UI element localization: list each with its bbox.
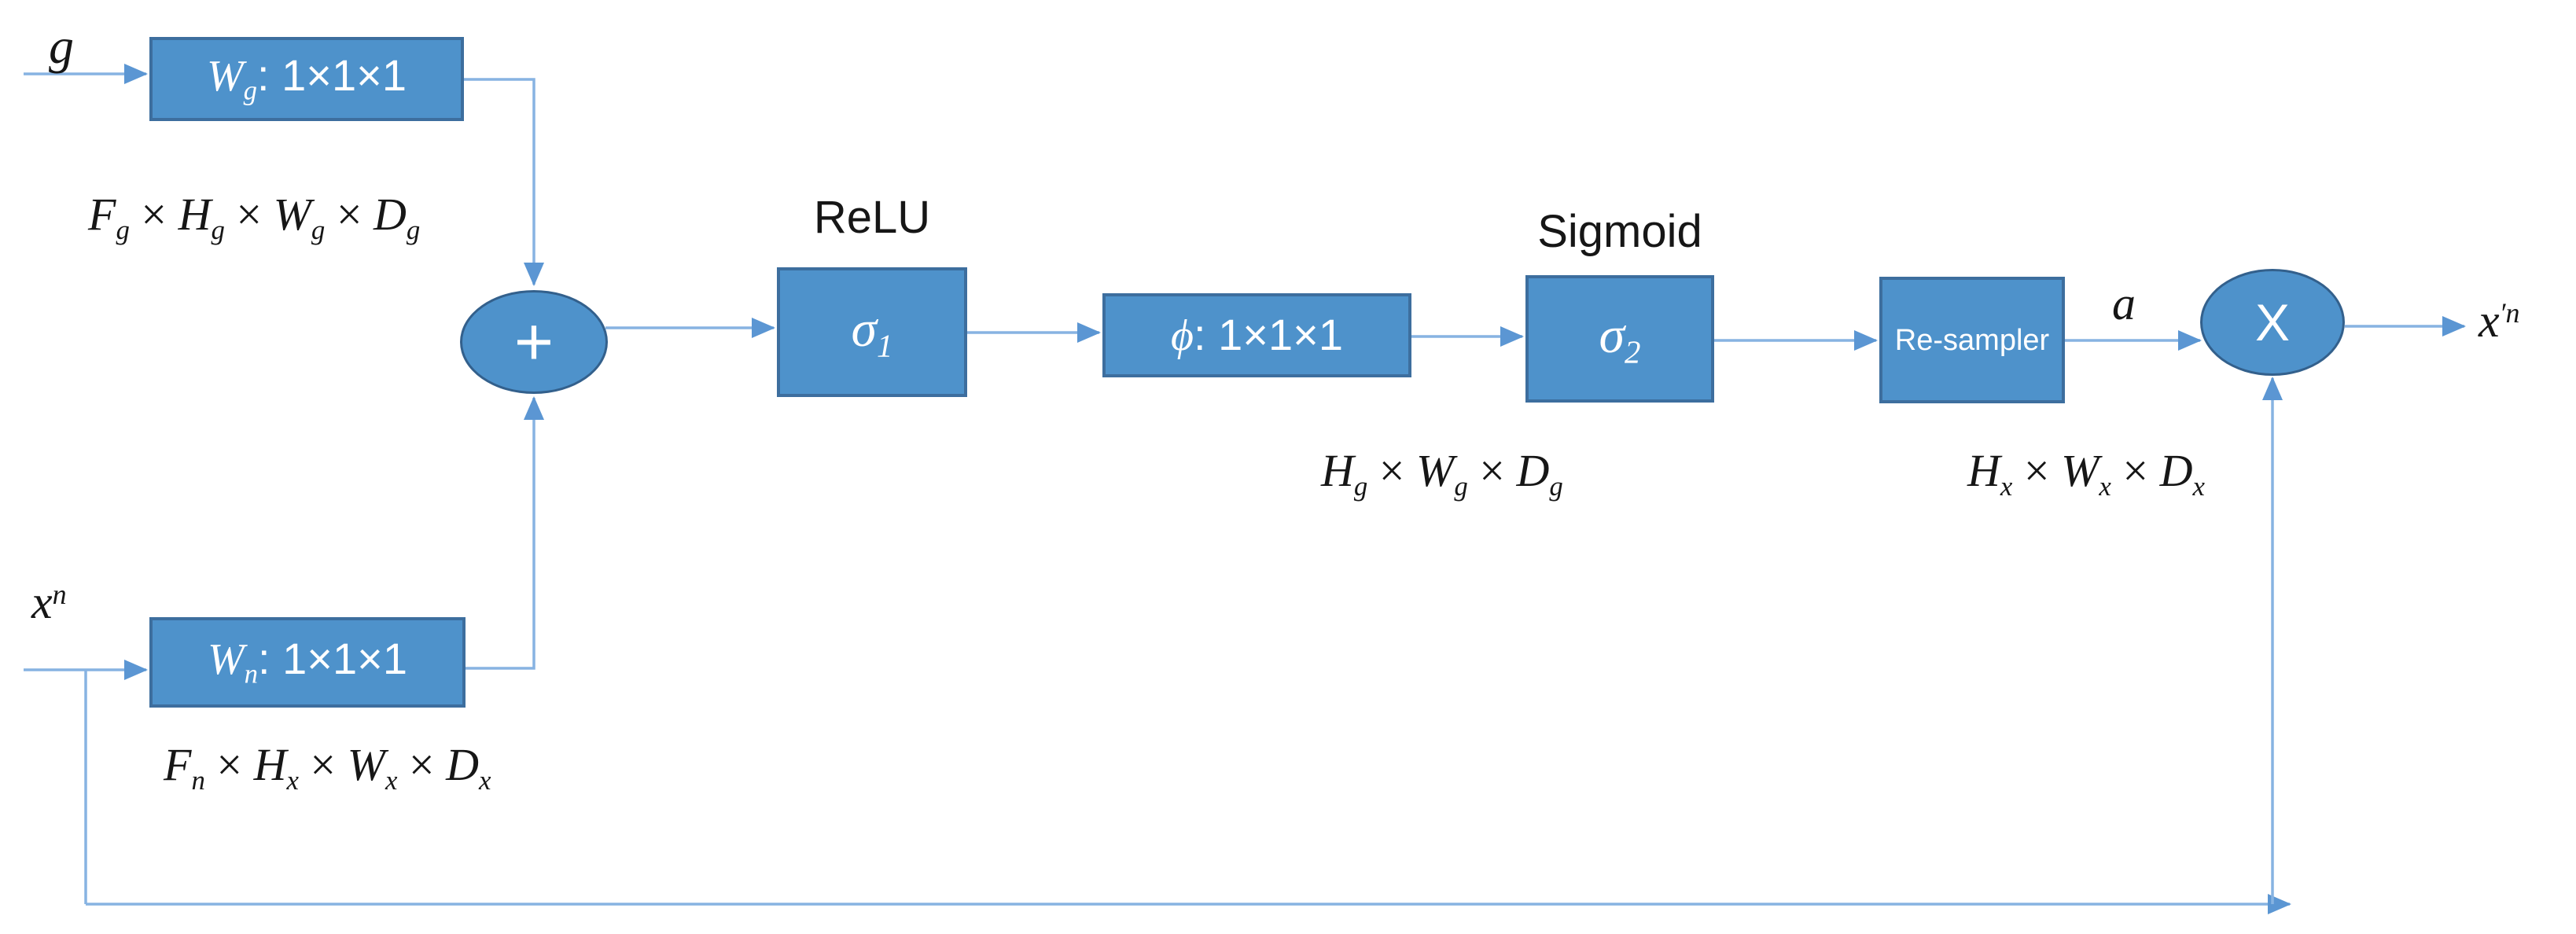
sigma1-label: σ1 <box>851 300 893 364</box>
add-operator: + <box>460 290 608 394</box>
input-g-label: g <box>49 18 74 74</box>
alpha-signal-label: a <box>2112 278 2136 329</box>
multiply-icon: X <box>2254 293 2291 351</box>
sigmoid-sigma2-block: σ2 <box>1525 275 1714 403</box>
dims-gate-label: Hg × Wg × Dg <box>1321 445 1563 502</box>
conv-wg-block: Wg: 1×1×1 <box>149 37 464 121</box>
resampler-block: Re-sampler <box>1879 277 2065 403</box>
conv-wn-label: Wn: 1×1×1 <box>208 633 407 689</box>
conv-phi-label: ϕ: 1×1×1 <box>1171 310 1343 360</box>
conv-wn-block: Wn: 1×1×1 <box>149 617 466 708</box>
sigmoid-title: Sigmoid <box>1537 206 1702 257</box>
conv-wg-label: Wg: 1×1×1 <box>207 50 407 106</box>
multiply-operator: X <box>2200 269 2345 376</box>
output-xn-label: x′n <box>2478 295 2520 347</box>
relu-title: ReLU <box>813 192 931 243</box>
conv-phi-block: ϕ: 1×1×1 <box>1102 293 1411 377</box>
resampler-label: Re-sampler <box>1894 323 2050 357</box>
dims-x-label: Hx × Wx × Dx <box>1967 445 2205 502</box>
dims-g-label: Fg × Hg × Wg × Dg <box>88 189 421 246</box>
relu-sigma1-block: σ1 <box>777 267 967 397</box>
plus-icon: + <box>513 304 554 380</box>
input-xn-label: xn <box>31 576 67 628</box>
sigma2-label: σ2 <box>1599 307 1641 370</box>
wire-wg-to-add <box>464 78 544 286</box>
wire-wn-to-add <box>466 396 544 670</box>
dims-n-label: Fn × Hx × Wx × Dx <box>164 739 491 796</box>
